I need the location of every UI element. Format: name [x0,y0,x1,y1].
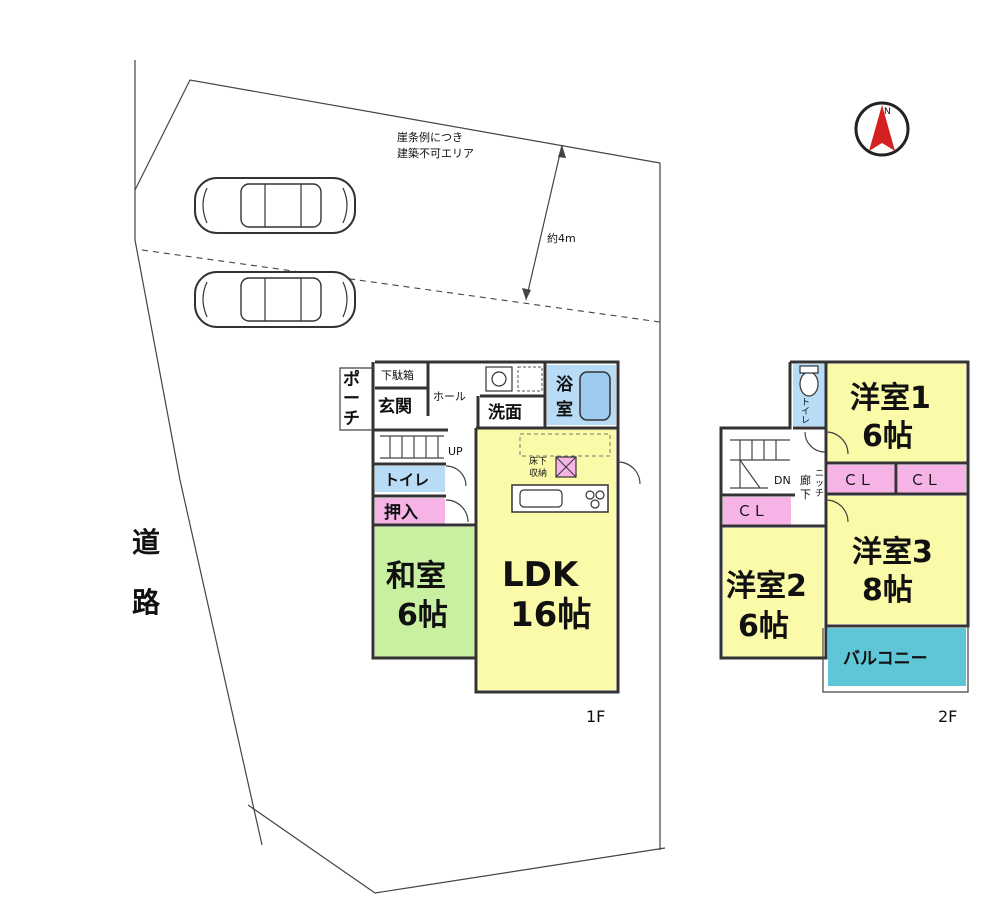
dn-label: DN [774,474,791,487]
bath-label-2: 室 [556,399,573,420]
porch-label-1: ポ [343,369,360,390]
balcony-label: バルコニー [843,649,928,669]
room2 [723,528,823,658]
room1-label-1: 洋室1 [850,381,931,416]
room3-label-1: 洋室3 [852,535,933,570]
ldk-label-2: 16帖 [510,595,591,635]
floor1-plan [339,360,641,694]
cl-room1-label: ＣＬ [843,471,873,489]
hall-2f-label-2: 下 [800,488,811,501]
boundary-west [134,60,263,846]
cliff-note-line2: 建築不可エリア [397,146,474,160]
cliff-note-line1: 崖条例につき [397,130,463,144]
room2-label-2: 6帖 [738,609,789,644]
compass-n: N [884,107,891,117]
site-boundary [134,60,666,894]
toilet-2f-label-2: イ [801,407,810,417]
car-icon [194,271,356,328]
closet-label: 押入 [384,502,418,523]
cl-room2-label: ＣＬ [737,502,767,520]
ldk-label-1: LDK [502,555,580,595]
distance-arrow [522,144,566,301]
room1-label-2: 6帖 [862,419,913,454]
bath-label-1: 浴 [556,374,574,395]
underfloor-label-2: 収納 [529,467,547,479]
washitsu-label-2: 6帖 [397,598,448,633]
car-icon [194,177,356,234]
toilet-1f-label: トイレ [384,471,429,489]
balcony [828,628,966,686]
washer-icon [517,366,543,392]
hall-2f-label-1: 廊 [800,473,811,487]
niche-label-3: チ [815,488,824,499]
floor2-plan [719,360,970,693]
room3 [828,496,966,624]
porch-label-2: ー [343,389,360,409]
washitsu-room [375,527,475,658]
washbasin-icon [485,366,513,392]
room3-label-2: 8帖 [862,573,913,608]
bathtub-icon [579,371,611,421]
toilet-2f-label-3: レ [801,416,810,426]
toilet-1f [375,466,445,492]
cl-room3 [898,465,966,493]
boundary-south [247,804,666,894]
cl-room2 [723,497,791,525]
distance-label: 約4m [547,231,576,245]
entrance-label: 玄関 [378,396,412,417]
shoe-box-label: 下駄箱 [381,368,414,382]
niche-label-2: ッ [815,479,824,489]
stairs-2f [730,439,790,489]
north-compass-icon: N [854,101,910,157]
room1 [828,364,966,462]
stove-icon [585,490,595,500]
up-label: UP [448,445,463,458]
sink-icon [519,489,563,508]
toilet-fixture-icon [799,371,819,397]
niche-label-1: ニ [815,469,824,479]
washitsu-label-1: 和室 [386,559,446,594]
hall-label: ホール [433,390,466,403]
underfloor-label-1: 床下 [529,455,547,467]
cl-room3-label: ＣＬ [910,471,940,489]
stairs-1f [380,435,444,459]
ldk-room [478,428,616,690]
toilet-2f-label-1: ト [801,398,810,408]
floor1-label: 1F [586,707,605,726]
road-label-2: 路 [132,586,161,619]
boundary-north [134,79,661,191]
road-label-1: 道 [132,526,160,559]
cl-room1 [828,465,895,493]
room2-label-1: 洋室2 [726,569,807,604]
floor2-label: 2F [938,707,957,726]
oshiire-closet [375,498,445,524]
porch-label-3: チ [343,409,360,429]
washroom-label: 洗面 [488,402,522,423]
